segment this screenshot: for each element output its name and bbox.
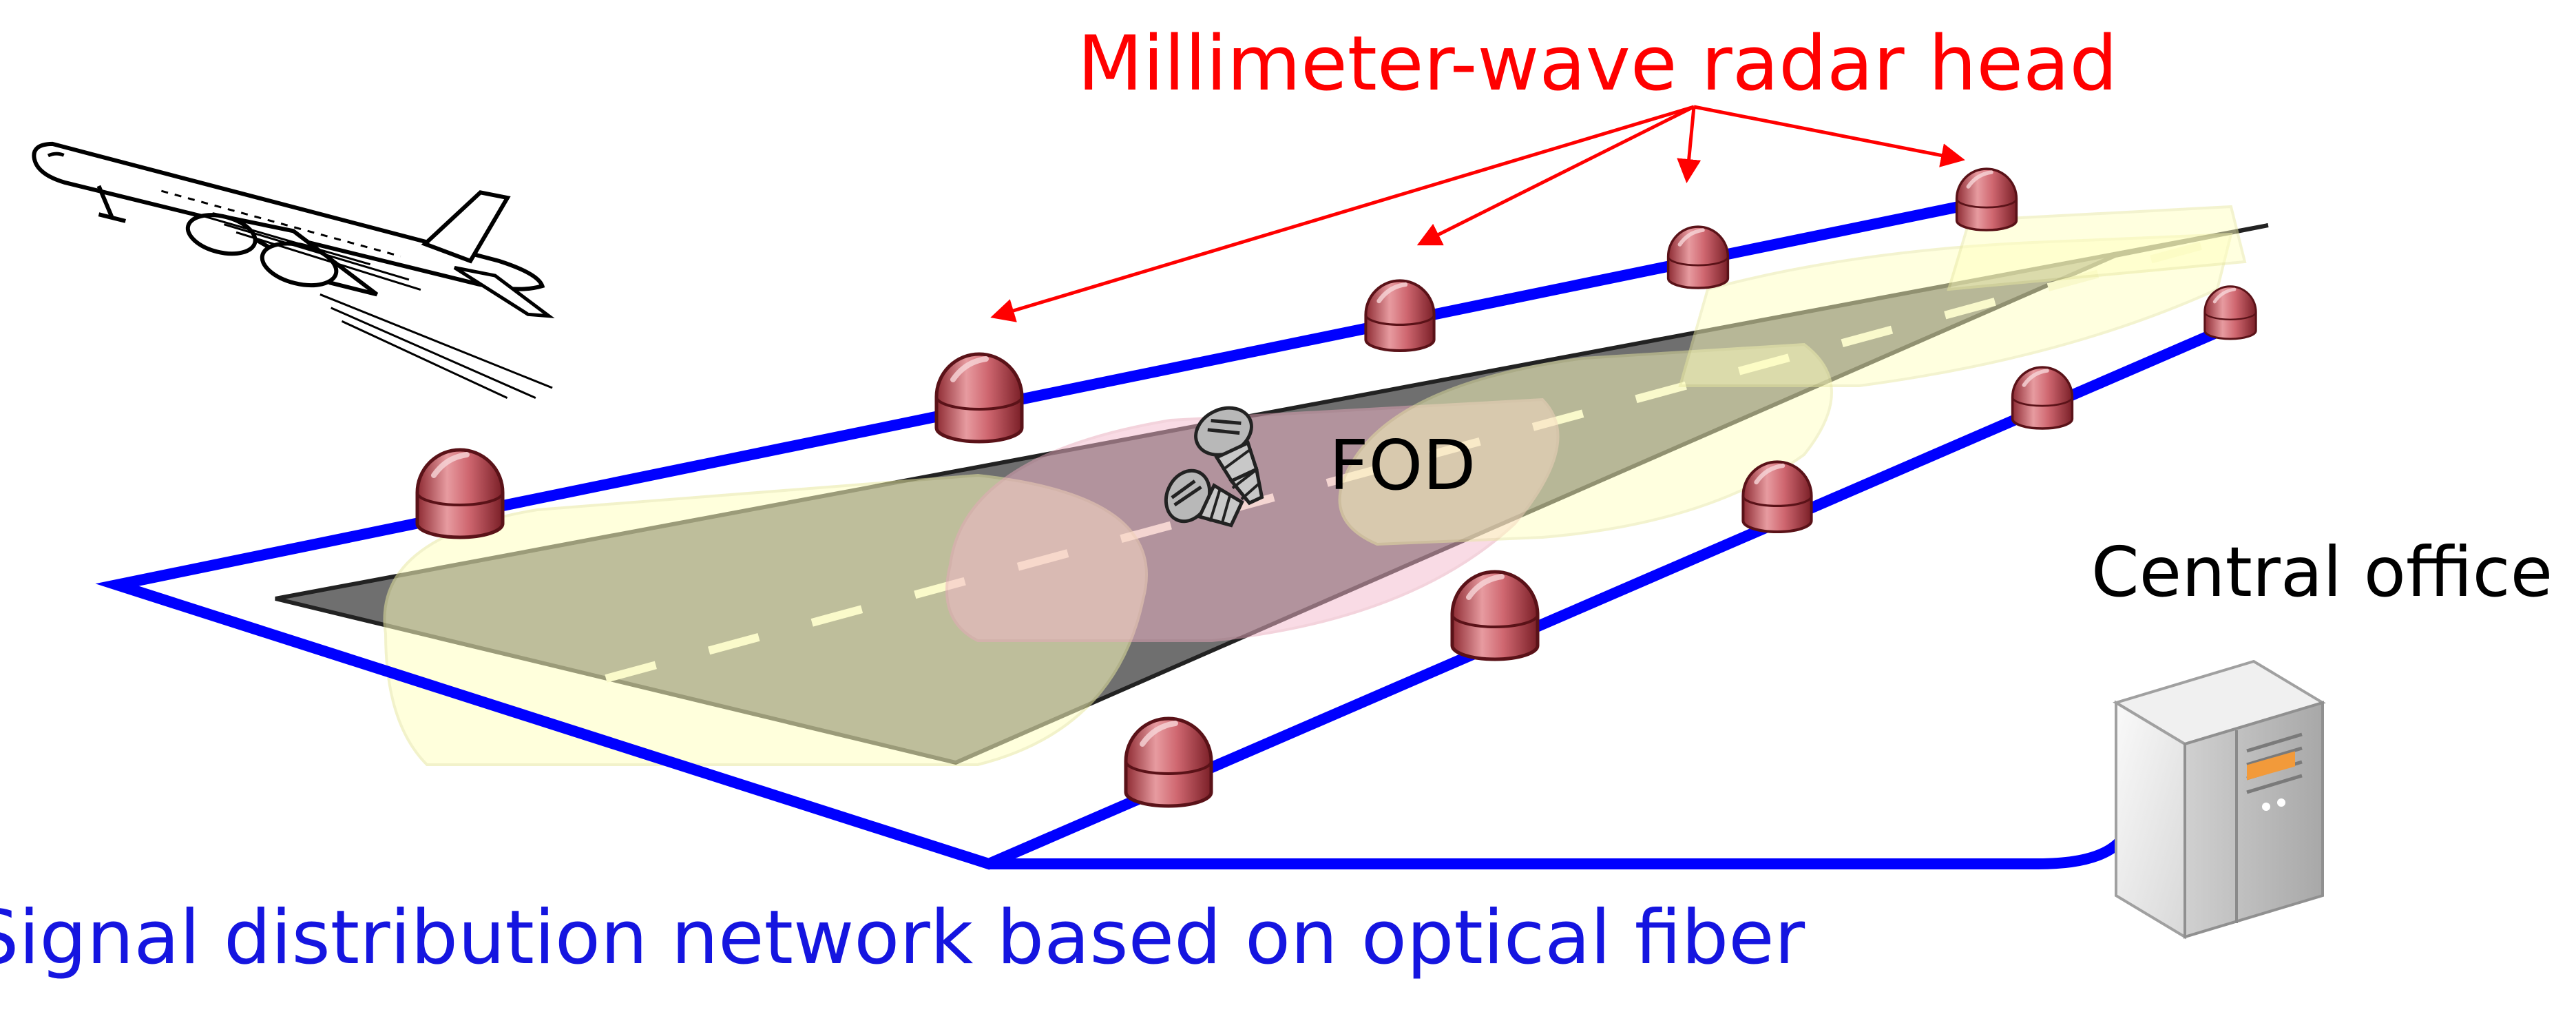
radar-dome-icon (1957, 169, 2017, 230)
radar-dome-icon (1365, 280, 1434, 351)
airplane-icon (32, 141, 555, 399)
screw-debris-icon (1164, 406, 1264, 528)
fod-label: FOD (1329, 425, 1476, 506)
fiber-to-office (989, 836, 2125, 869)
central-office-label: Central office (2091, 532, 2553, 612)
radar-head-label: Millimeter-wave radar head (1078, 19, 2117, 107)
radar-coverage-zones (383, 205, 2247, 766)
fiber-network-label: Signal distribution network based on opt… (0, 895, 1805, 981)
server-icon (2113, 659, 2326, 940)
radar-dome-icon (1743, 462, 1811, 532)
radar-dome-icon (2013, 367, 2073, 428)
radar-dome-icon (1452, 572, 1538, 659)
radar-dome-icon (1668, 227, 1728, 288)
radar-label-arrows (990, 105, 1965, 322)
radar-dome-icon (936, 354, 1022, 442)
radar-dome-icon (1126, 719, 1211, 806)
radar-dome-icon (2205, 287, 2256, 339)
radar-dome-icon (417, 450, 503, 537)
